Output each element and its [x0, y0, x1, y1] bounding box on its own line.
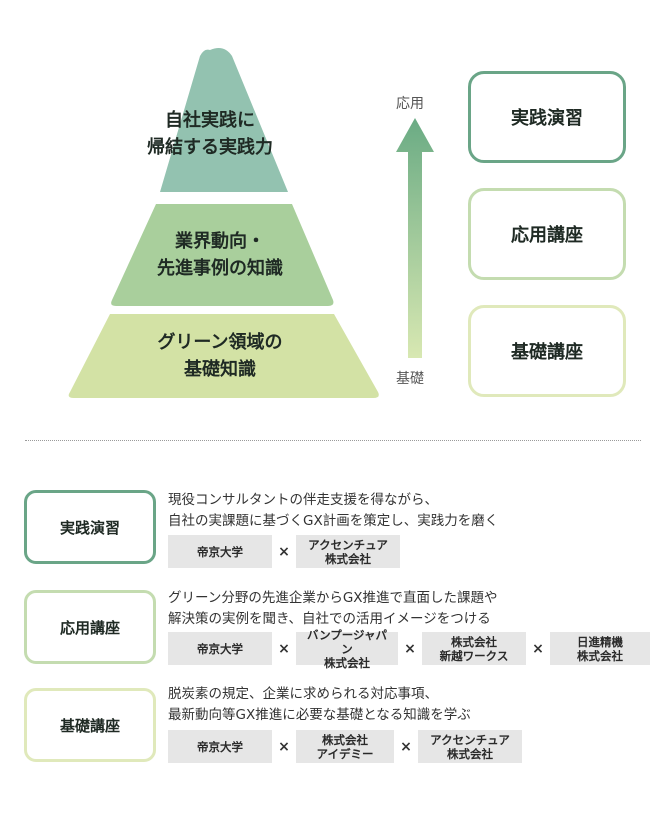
- course-badge-label: 応用講座: [59, 618, 120, 637]
- times-icon: ×: [278, 543, 290, 560]
- pyramid-diagram: [68, 48, 379, 398]
- course-badge-label: 実践演習: [59, 518, 120, 537]
- level-box-basic: 基礎講座: [468, 305, 626, 397]
- times-icon: ×: [278, 640, 290, 657]
- course-description: グリーン分野の先進企業からGX推進で直面した課題や 解決策の実例を聞き、自社での…: [168, 590, 498, 627]
- pyramid-tier-middle-label: 業界動向・ 先進事例の知識: [157, 231, 283, 279]
- course-badge-practice: 実践演習: [24, 490, 156, 564]
- course-description: 現役コンサルタントの伴走支援を得ながら、 自社の実課題に基づくGX計画を策定し、…: [168, 492, 499, 529]
- partner-chip: バンプージャパン 株式会社: [296, 628, 398, 670]
- level-box-practice: 実践演習: [468, 71, 626, 163]
- pyramid-tier-top-label: 自社実践に 帰結する実践力: [147, 110, 273, 158]
- course-partners: 帝京大学 × バンプージャパン 株式会社 × 株式会社 新越ワークス × 日進精…: [168, 628, 650, 670]
- times-icon: ×: [404, 640, 416, 657]
- course-partners: 帝京大学 × アクセンチュア 株式会社: [168, 535, 400, 568]
- section-divider: [25, 440, 641, 441]
- pyramid-tier-bottom: [68, 314, 379, 398]
- pyramid-tier-middle: [111, 204, 334, 306]
- pyramid-tier-top: [160, 48, 288, 192]
- partner-chip: 株式会社 アイデミー: [296, 730, 394, 763]
- partner-chip: アクセンチュア 株式会社: [418, 730, 522, 763]
- times-icon: ×: [400, 738, 412, 755]
- up-arrow-icon: [396, 118, 434, 358]
- course-badge-applied: 応用講座: [24, 590, 156, 664]
- partner-chip: 株式会社 新越ワークス: [422, 632, 526, 665]
- course-description: 脱炭素の規定、企業に求められる対応事項、 最新動向等GX推進に必要な基礎となる知…: [168, 686, 471, 723]
- course-badge-label: 基礎講座: [59, 716, 120, 735]
- pyramid-tier-bottom-label: グリーン領域の 基礎知識: [157, 332, 283, 380]
- course-badge-basic: 基礎講座: [24, 688, 156, 762]
- partner-chip: 日進精機 株式会社: [550, 632, 650, 665]
- level-box-label: 実践演習: [511, 108, 583, 129]
- partner-chip: 帝京大学: [168, 535, 272, 568]
- axis-top-label: 応用: [396, 96, 424, 112]
- times-icon: ×: [532, 640, 544, 657]
- axis-bottom-label: 基礎: [396, 371, 424, 387]
- times-icon: ×: [278, 738, 290, 755]
- partner-chip: 帝京大学: [168, 632, 272, 665]
- course-partners: 帝京大学 × 株式会社 アイデミー × アクセンチュア 株式会社: [168, 730, 522, 763]
- partner-chip: 帝京大学: [168, 730, 272, 763]
- level-box-applied: 応用講座: [468, 188, 626, 280]
- level-box-label: 基礎講座: [511, 342, 583, 363]
- partner-chip: アクセンチュア 株式会社: [296, 535, 400, 568]
- level-box-label: 応用講座: [511, 225, 583, 246]
